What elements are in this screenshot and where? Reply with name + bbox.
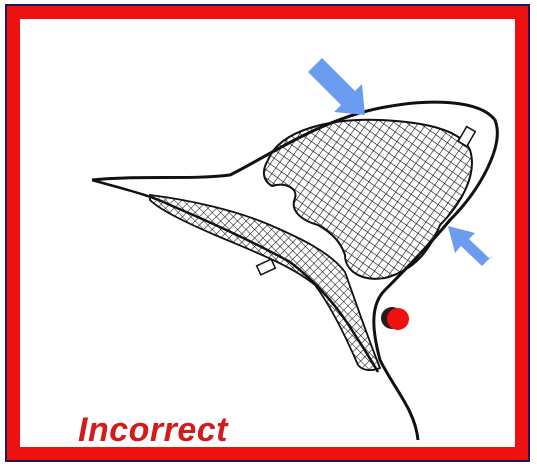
verdict-label: Incorrect [78,413,228,447]
indicator-dot [387,308,409,330]
pressure-arrow-top [308,58,365,115]
clip-upper [458,127,475,147]
clip-lower [257,259,276,275]
pressure-arrow-right [448,226,493,266]
